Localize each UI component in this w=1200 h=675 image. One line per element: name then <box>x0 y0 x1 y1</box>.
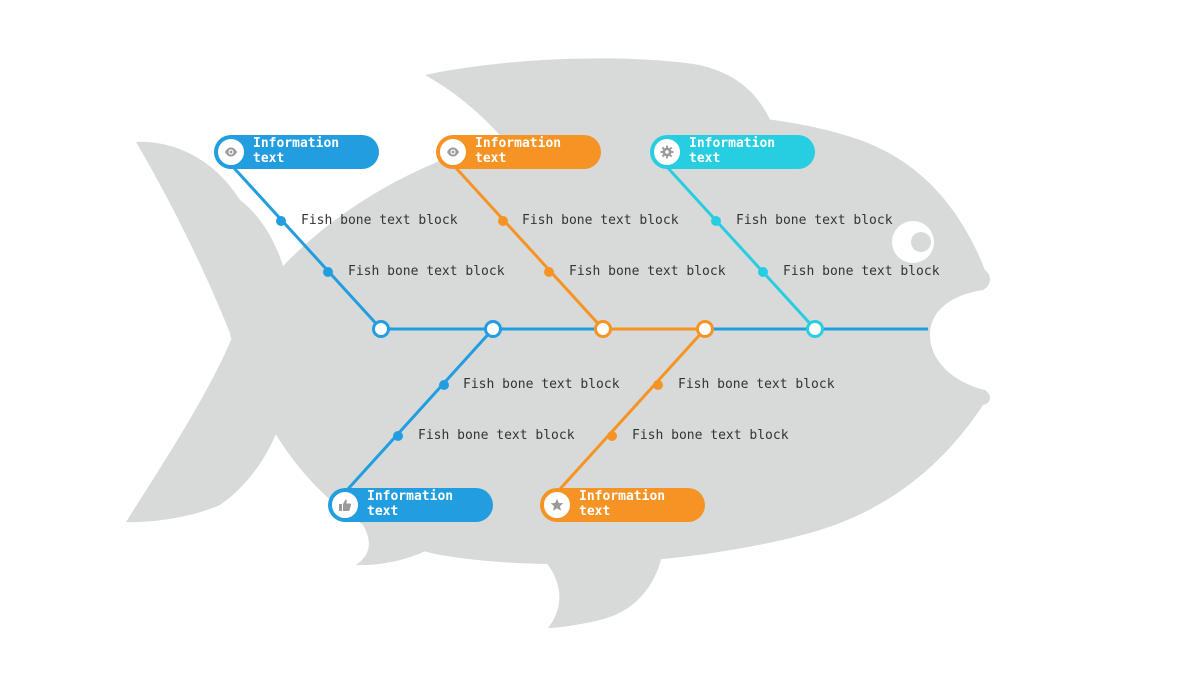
info-pill-label: Information text <box>579 489 709 519</box>
info-pill-bottom-2: Information text <box>540 488 705 522</box>
bottom-bones <box>346 327 707 491</box>
bone-dot <box>607 431 617 441</box>
spine-nodes <box>372 320 824 338</box>
info-pill-line2: text <box>475 151 507 166</box>
star-icon <box>550 498 564 511</box>
bone-dot <box>393 431 403 441</box>
bone-text-block: Fish bone text block <box>783 264 940 279</box>
info-pill-icon-holder <box>438 137 468 167</box>
top-bones <box>232 166 817 331</box>
info-pill-label: Information text <box>367 489 497 519</box>
info-pill-line1: Information <box>579 489 666 504</box>
bone-dot <box>653 380 663 390</box>
info-pill-icon-holder <box>216 137 246 167</box>
info-pill-icon-holder <box>330 490 360 520</box>
info-pill-top-1: Information text <box>214 135 379 169</box>
bone-text-block: Fish bone text block <box>736 213 893 228</box>
fish-body <box>230 114 991 565</box>
bone-dot <box>711 216 721 226</box>
info-pill-icon-holder <box>652 137 682 167</box>
bone-text-block: Fish bone text block <box>463 377 620 392</box>
bone-text-block: Fish bone text block <box>418 428 575 443</box>
fish-tail <box>126 141 290 523</box>
info-pill-label: Information text <box>253 136 383 166</box>
bone-dot <box>498 216 508 226</box>
thumbs-up-icon <box>339 499 352 511</box>
gear-icon <box>660 145 674 159</box>
bone-text-block: Fish bone text block <box>348 264 505 279</box>
info-pill-top-3: Information text <box>650 135 815 169</box>
info-pill-label: Information text <box>689 136 819 166</box>
fish-pupil <box>911 232 931 252</box>
info-pill-icon-holder <box>542 490 572 520</box>
info-pill-line2: text <box>253 151 285 166</box>
bone-dot <box>544 267 554 277</box>
spine-node <box>806 320 824 338</box>
info-pill-line2: text <box>367 504 399 519</box>
info-pill-line1: Information <box>253 136 340 151</box>
eye-icon <box>447 147 459 157</box>
bone-text-block: Fish bone text block <box>632 428 789 443</box>
info-pill-label: Information text <box>475 136 605 166</box>
bone-dot <box>323 267 333 277</box>
spine-node <box>696 320 714 338</box>
bone-dot <box>758 267 768 277</box>
info-pill-bottom-1: Information text <box>328 488 493 522</box>
bone-dot <box>276 216 286 226</box>
bone-text-block: Fish bone text block <box>569 264 726 279</box>
bone-text-block: Fish bone text block <box>678 377 835 392</box>
bone-text-block: Fish bone text block <box>301 213 458 228</box>
info-pill-line2: text <box>689 151 721 166</box>
spine-node <box>484 320 502 338</box>
eye-icon <box>225 147 237 157</box>
spine-node <box>594 320 612 338</box>
bone-dot <box>439 380 449 390</box>
info-pill-line2: text <box>579 504 611 519</box>
info-pill-line1: Information <box>689 136 776 151</box>
spine-node <box>372 320 390 338</box>
info-pill-line1: Information <box>475 136 562 151</box>
bone-text-block: Fish bone text block <box>522 213 679 228</box>
info-pill-top-2: Information text <box>436 135 601 169</box>
bone-dots <box>276 216 768 441</box>
info-pill-line1: Information <box>367 489 454 504</box>
